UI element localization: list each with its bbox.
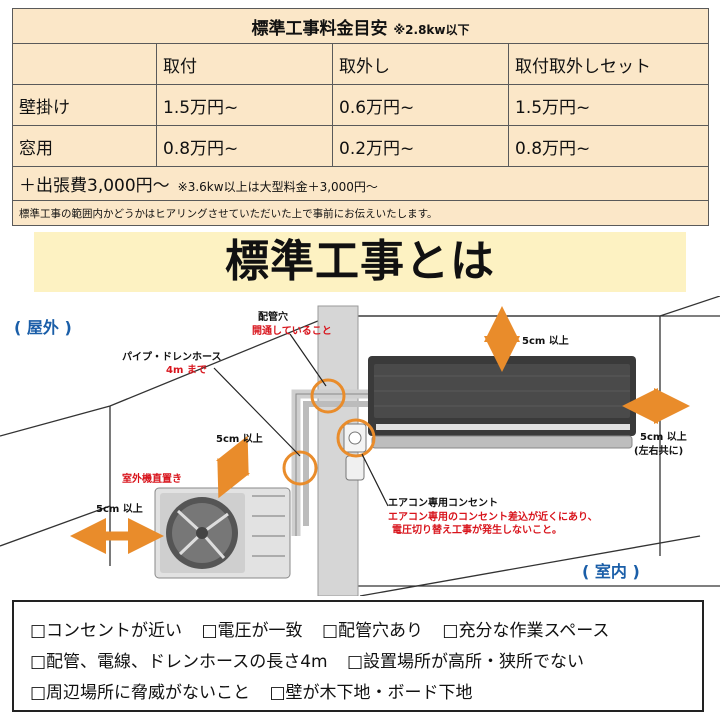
- table-title-row: 標準工事料金目安 ※2.8kw以下: [12, 8, 709, 44]
- indoor-unit: [368, 356, 636, 449]
- checklist-row: □周辺場所に脅威がないこと □壁が木下地・ボード下地: [30, 678, 487, 703]
- top-clearance-label: 5cm 以上: [522, 336, 569, 347]
- table-row: 窓用 0.8万円~ 0.2万円~ 0.8万円~: [12, 125, 709, 167]
- outlet-highlight-circle: [336, 418, 376, 458]
- table-header-row: 取付 取外し 取付取外しセット: [12, 43, 709, 85]
- checklist-item: □配管、電線、ドレンホースの長さ4m: [30, 652, 328, 672]
- indoor-label: ( 室内 ): [582, 562, 640, 581]
- price-cell: 0.8万円~: [508, 125, 709, 167]
- checklist-item: □設置場所が高所・狭所でない: [347, 652, 585, 672]
- diagram-drawing: [0, 296, 720, 596]
- ceiling-line: [330, 296, 720, 317]
- outdoor-left-clearance-label: 5cm 以上: [96, 504, 143, 515]
- checklist-item: □充分な作業スペース: [442, 621, 610, 641]
- hole-highlight-circle: [310, 378, 346, 414]
- travel-fee: ＋出張費3,000円～: [19, 176, 170, 196]
- fee-cell: ＋出張費3,000円～ ※3.6kw以上は大型料金＋3,000円～: [12, 166, 709, 201]
- column-header: 取外し: [332, 43, 509, 85]
- installation-diagram: ( 屋外 ) ( 室内 ) 配管穴 開通していること パイプ・ドレンホース 4m…: [0, 296, 720, 596]
- outlet-note-1: エアコン専用のコンセント差込が近くにあり、: [388, 512, 598, 523]
- pipe-highlight-circle: [282, 450, 318, 486]
- indoor-floor-line: [359, 535, 701, 596]
- table-title-note: ※2.8kw以下: [393, 22, 470, 37]
- outdoor-unit-note: 室外機直置き: [122, 474, 182, 485]
- fee-note: ※3.6kw以上は大型料金＋3,000円～: [177, 180, 378, 194]
- hole-label: 配管穴: [258, 312, 288, 323]
- outlet-label: エアコン専用コンセント: [388, 498, 498, 509]
- section-banner: 標準工事とは: [34, 232, 686, 292]
- floor-line: [0, 505, 111, 547]
- price-table: 標準工事料金目安 ※2.8kw以下 取付 取外し 取付取外しセット 壁掛け 1.5…: [12, 8, 709, 226]
- notice-row: 標準工事の範囲内かどうかはヒアリングさせていただいた上で事前にお伝えいたします。: [12, 200, 709, 226]
- hole-note: 開通していること: [252, 326, 332, 337]
- row-label: 窓用: [12, 125, 157, 167]
- pipe-note: 4m まで: [166, 365, 207, 376]
- price-cell: 0.8万円~: [156, 125, 333, 167]
- outdoor-top-clearance-label: 5cm 以上: [216, 434, 263, 445]
- column-header: 取付取外しセット: [508, 43, 709, 85]
- fee-row: ＋出張費3,000円～ ※3.6kw以上は大型料金＋3,000円～: [12, 166, 709, 201]
- checklist-item: □壁が木下地・ボード下地: [269, 683, 473, 703]
- right-clearance-label: 5cm 以上: [640, 432, 687, 443]
- outdoor-top-clearance-arrow: [216, 435, 250, 499]
- outlet-note-2: 電圧切り替え工事が発生しないこと。: [392, 525, 562, 536]
- price-cell: 0.6万円~: [332, 84, 509, 126]
- checklist-item: □周辺場所に脅威がないこと: [30, 683, 251, 703]
- plug: [345, 455, 365, 481]
- row-label: 壁掛け: [12, 84, 157, 126]
- price-cell: 0.2万円~: [332, 125, 509, 167]
- notice-text: 標準工事の範囲内かどうかはヒアリングさせていただいた上で事前にお伝えいたします。: [12, 200, 709, 226]
- pipe-label: パイプ・ドレンホース: [122, 352, 222, 363]
- checklist-item: □配管穴あり: [321, 621, 423, 641]
- table-corner-cell: [12, 43, 157, 85]
- checklist-row: □配管、電線、ドレンホースの長さ4m □設置場所が高所・狭所でない: [30, 647, 598, 672]
- section-title: 標準工事とは: [225, 236, 495, 287]
- table-title-cell: 標準工事料金目安 ※2.8kw以下: [12, 8, 709, 44]
- column-header: 取付: [156, 43, 333, 85]
- checklist-item: □コンセントが近い: [30, 621, 183, 641]
- requirements-checklist: □コンセントが近い □電圧が一致 □配管穴あり □充分な作業スペース □配管、電…: [12, 600, 704, 712]
- table-title: 標準工事料金目安: [251, 18, 388, 39]
- pipe-2: [303, 401, 368, 526]
- outdoor-unit: [154, 487, 291, 579]
- table-row: 壁掛け 1.5万円~ 0.6万円~ 1.5万円~: [12, 84, 709, 126]
- price-cell: 1.5万円~: [508, 84, 709, 126]
- price-cell: 1.5万円~: [156, 84, 333, 126]
- right-clearance-note: (左右共に): [634, 446, 684, 457]
- outdoor-label: ( 屋外 ): [14, 318, 72, 337]
- checklist-item: □電圧が一致: [201, 621, 303, 641]
- checklist-row: □コンセントが近い □電圧が一致 □配管穴あり □充分な作業スペース: [30, 616, 623, 641]
